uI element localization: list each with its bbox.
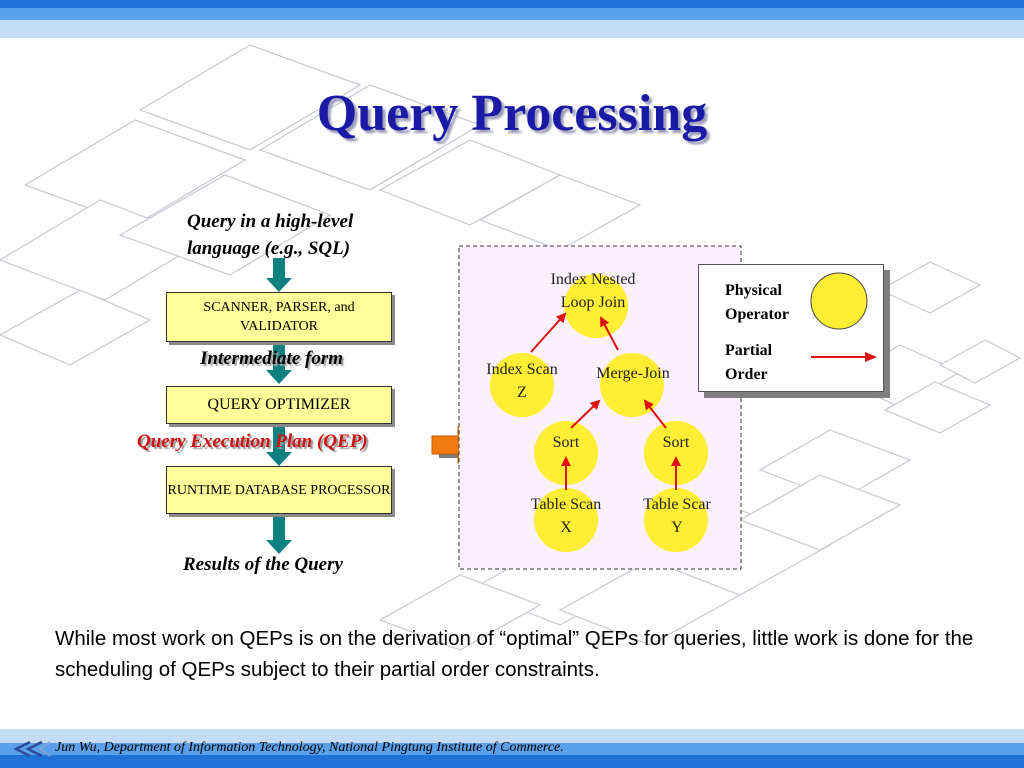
node-label-sort2: Sort bbox=[662, 434, 690, 451]
plan-node-sort-2 bbox=[644, 421, 708, 485]
footer-text: Jun Wu, Department of Information Techno… bbox=[55, 740, 564, 755]
scanner-parser-box: SCANNER, PARSER, and VALIDATOR bbox=[166, 292, 392, 342]
page-title: Query Processing bbox=[316, 85, 708, 142]
down-arrow-icon bbox=[266, 424, 292, 466]
down-arrow-icon bbox=[266, 258, 292, 292]
plan-node-table-scan-y bbox=[644, 488, 708, 552]
edge-sort2-mj bbox=[643, 399, 667, 429]
down-arrow-icon bbox=[266, 342, 292, 384]
plan-node-index-nested-loop-join bbox=[564, 274, 628, 338]
header-band bbox=[0, 0, 1024, 40]
footer-band bbox=[0, 729, 1024, 768]
edge-isz-inlj bbox=[530, 312, 567, 353]
node-label-mj: Merge-Join bbox=[596, 365, 670, 382]
legend-node-icon bbox=[810, 272, 868, 330]
edge-mj-inlj bbox=[600, 316, 619, 351]
results-label: Results of the Query bbox=[183, 554, 343, 575]
plan-node-merge-join bbox=[600, 353, 664, 417]
input-query-label: Query in a high-level language (e.g., SQ… bbox=[187, 211, 354, 259]
double-chevron-logo-icon bbox=[13, 740, 51, 758]
edge-sort1-mj bbox=[570, 399, 601, 429]
down-arrow-icon bbox=[266, 512, 292, 554]
node-label-sort1: Sort bbox=[552, 434, 580, 451]
qep-label: Query Execution Plan (QEP) bbox=[137, 431, 368, 452]
runtime-processor-box: RUNTIME DATABASE PROCESSOR bbox=[166, 466, 392, 514]
intermediate-form-label: Intermediate form bbox=[200, 348, 344, 369]
caption-text: While most work on QEPs is on the deriva… bbox=[55, 627, 974, 681]
plan-node-table-scan-x bbox=[534, 488, 598, 552]
query-optimizer-box: QUERY OPTIMIZER bbox=[166, 386, 392, 424]
legend-arrow-icon bbox=[811, 352, 877, 362]
plan-node-sort-1 bbox=[534, 421, 598, 485]
plan-node-index-scan-z bbox=[490, 353, 554, 417]
